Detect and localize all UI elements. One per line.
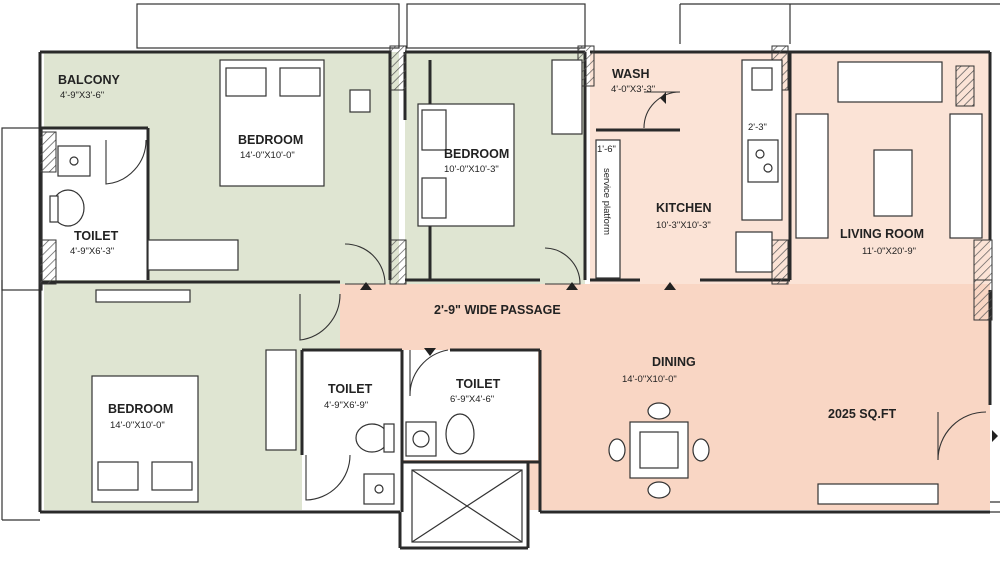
bedroom3-label: BEDROOM [108, 402, 173, 416]
dining-label: DINING [652, 355, 696, 369]
living-dim: 11'-0"X20'-9" [862, 246, 916, 257]
toilet3-dim: 6'-9"X4'-6" [450, 394, 494, 405]
kitchen-label: KITCHEN [656, 201, 712, 215]
toilet2-label: TOILET [328, 382, 373, 396]
toilet-fixtures [49, 145, 475, 505]
kitchen-counter [595, 59, 783, 279]
bedroom1-label: BEDROOM [238, 133, 303, 147]
bedroom-2-bed [417, 103, 515, 227]
entry-arrows [360, 92, 998, 442]
shaft [411, 469, 523, 543]
kitchen-dim: 10'-3"X10'-3" [656, 220, 711, 231]
room-labels: BALCONY 4'-9"X3'-6" BEDROOM 14'-0"X10'-0… [58, 67, 924, 431]
living-label: LIVING ROOM [840, 227, 924, 241]
toilet1-label: TOILET [74, 229, 119, 243]
balcony-dim: 4'-9"X3'-6" [60, 90, 104, 101]
balcony-label: BALCONY [58, 73, 120, 87]
doors [105, 91, 987, 501]
toilet1-dim: 4'-9"X6'-3" [70, 246, 114, 257]
dining-dim: 14'-0"X10'-0" [622, 374, 677, 385]
walls [38, 50, 992, 550]
bedroom3-dim: 14'-0"X10'-0" [110, 420, 165, 431]
bedroom1-dim: 14'-0"X10'-0" [240, 150, 295, 161]
toilet3-label: TOILET [456, 377, 501, 391]
toilet2-dim: 4'-9"X6'-9" [324, 400, 368, 411]
wash-dim: 4'-0"X3'-3" [611, 84, 655, 95]
bedroom-1-bed [219, 59, 371, 187]
bedroom2-dim: 10'-0"X10'-3" [444, 164, 499, 175]
wardrobes [147, 59, 583, 451]
dim-1-6: 1'-6" [597, 144, 616, 155]
living-furniture [795, 61, 983, 505]
wash-label: WASH [612, 67, 650, 81]
bedroom2-label: BEDROOM [444, 147, 509, 161]
dim-2-3: 2'-3" [748, 122, 767, 133]
dining-table [608, 402, 710, 499]
service-platform-label: service platform [601, 168, 612, 235]
passage-label: 2'-9" WIDE PASSAGE [434, 303, 561, 317]
bedroom-3-bed [91, 289, 199, 503]
area-label: 2025 SQ.FT [828, 407, 896, 421]
